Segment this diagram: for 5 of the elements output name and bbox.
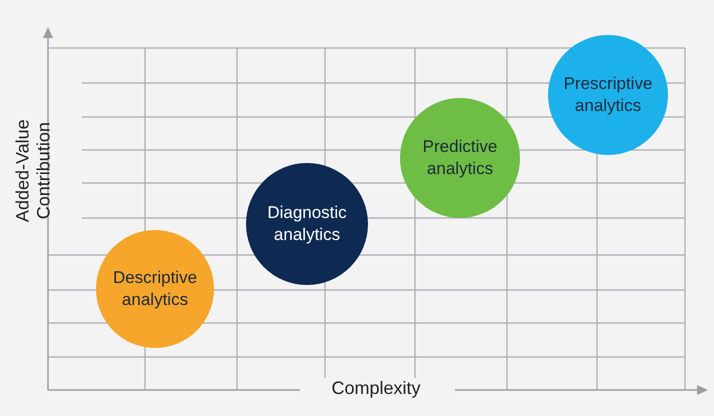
y-axis-label: Added-Value Contribution [12, 118, 54, 224]
circle-label: Diagnostic analytics [266, 202, 348, 246]
circle-label: Prescriptive analytics [562, 72, 654, 117]
circle-label: Descriptive analytics [112, 266, 198, 311]
circle-label: Predictive analytics [422, 136, 498, 180]
